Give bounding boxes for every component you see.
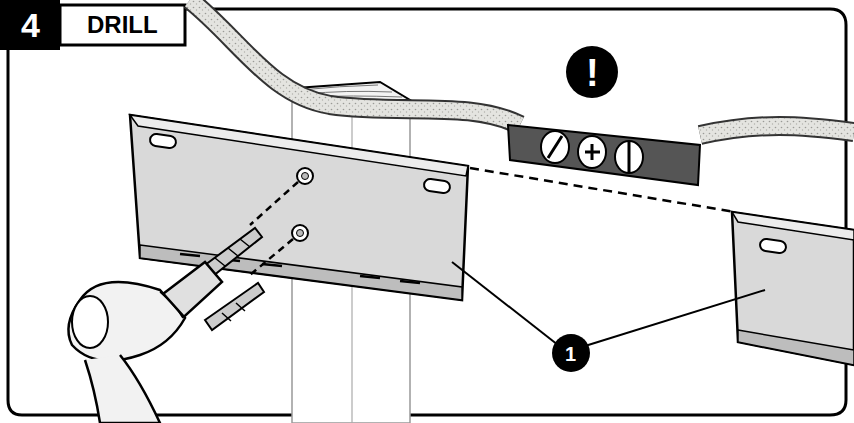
step-number: 4 [21,8,40,42]
step-title: DRILL [87,13,158,37]
warning-mark: ! [586,54,599,92]
callout-number: 1 [565,344,576,364]
